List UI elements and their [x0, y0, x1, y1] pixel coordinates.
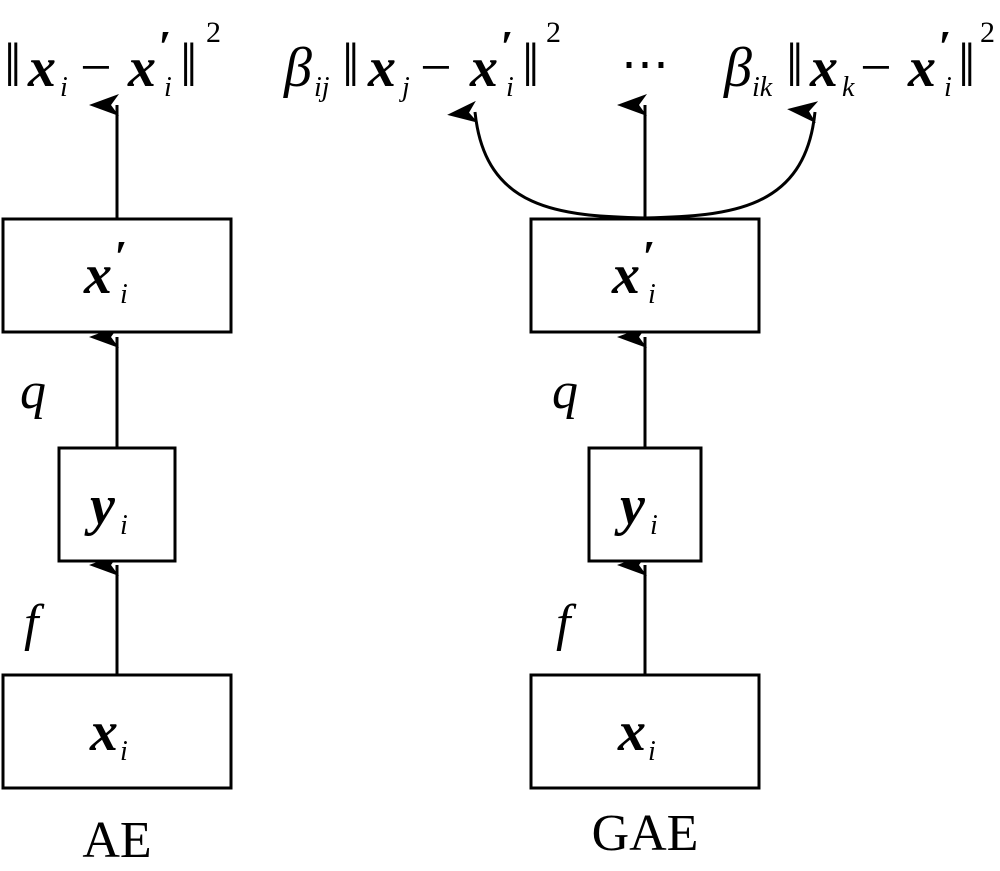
ae-input-box: x i: [1, 673, 233, 790]
loss-term-x-prime: x: [469, 37, 498, 99]
norm-open: ‖: [342, 32, 359, 100]
input-symbol: x: [89, 701, 118, 763]
gae-loss-k: β ik ‖ x k − x ′ i ‖ 2: [723, 16, 995, 103]
gae-column: β ij ‖ x j − x ′ i ‖ 2 ⋯ β ik ‖ x k − x …: [283, 16, 995, 862]
gae-output-box: x ′ i: [529, 217, 761, 334]
ae-hidden-box: y i: [57, 446, 177, 563]
arrow-output-to-loss-j: [447, 100, 646, 220]
output-subscript: i: [648, 279, 656, 310]
loss-subscript: i: [944, 72, 952, 103]
gae-input-box: x i: [529, 673, 761, 790]
loss-term-x: x: [809, 37, 838, 99]
hidden-subscript: i: [120, 510, 128, 541]
minus-sign: −: [860, 37, 892, 99]
output-symbol: x: [611, 244, 640, 306]
beta-symbol: β: [283, 37, 312, 99]
ae-reconstruction-loss: ‖ x i − x ′ i ‖ 2: [4, 16, 221, 103]
loss-term-x: x: [27, 37, 56, 99]
output-subscript: i: [120, 279, 128, 310]
output-symbol: x: [83, 244, 112, 306]
ae-output-box: x ′ i: [1, 217, 233, 334]
norm-close: ‖: [180, 32, 197, 100]
power-two: 2: [206, 16, 221, 49]
hidden-symbol: y: [84, 475, 116, 537]
norm-close: ‖: [958, 32, 975, 100]
arrow-output-to-loss-k: [644, 101, 819, 220]
loss-subscript: i: [506, 72, 514, 103]
gae-loss-j: β ij ‖ x j − x ′ i ‖ 2: [283, 16, 561, 103]
output-prime: ′: [642, 231, 655, 282]
input-subscript: i: [120, 736, 128, 767]
loss-term-x-prime: x: [127, 37, 156, 99]
norm-open: ‖: [4, 32, 21, 100]
beta-subscript: ik: [752, 72, 773, 103]
loss-prime: ′: [158, 21, 171, 72]
loss-prime: ′: [500, 21, 513, 72]
gae-hidden-box: y i: [587, 446, 703, 563]
ellipsis: ⋯: [621, 38, 669, 91]
ae-caption: AE: [82, 812, 151, 869]
decoder-label: q: [20, 363, 46, 420]
minus-sign: −: [420, 37, 452, 99]
output-prime: ′: [114, 231, 127, 282]
beta-symbol: β: [723, 37, 752, 99]
input-symbol: x: [617, 701, 646, 763]
norm-open: ‖: [786, 32, 803, 100]
norm-close: ‖: [522, 32, 539, 100]
minus-sign: −: [80, 37, 112, 99]
power-two: 2: [980, 16, 995, 49]
input-subscript: i: [648, 736, 656, 767]
encoder-label: f: [24, 595, 45, 652]
loss-term-x: x: [367, 37, 396, 99]
loss-term-x-prime: x: [907, 37, 936, 99]
gae-caption: GAE: [592, 805, 699, 862]
hidden-symbol: y: [614, 475, 646, 537]
loss-subscript: i: [164, 72, 172, 103]
hidden-subscript: i: [650, 510, 658, 541]
loss-subscript: j: [399, 72, 410, 103]
power-two: 2: [546, 16, 561, 49]
decoder-label: q: [552, 363, 578, 420]
beta-subscript: ij: [314, 72, 330, 103]
ae-column: ‖ x i − x ′ i ‖ 2 x ′ i q y i: [1, 16, 233, 869]
loss-subscript: i: [60, 72, 68, 103]
loss-subscript: k: [842, 72, 855, 103]
encoder-label: f: [556, 595, 577, 652]
loss-prime: ′: [938, 21, 951, 72]
